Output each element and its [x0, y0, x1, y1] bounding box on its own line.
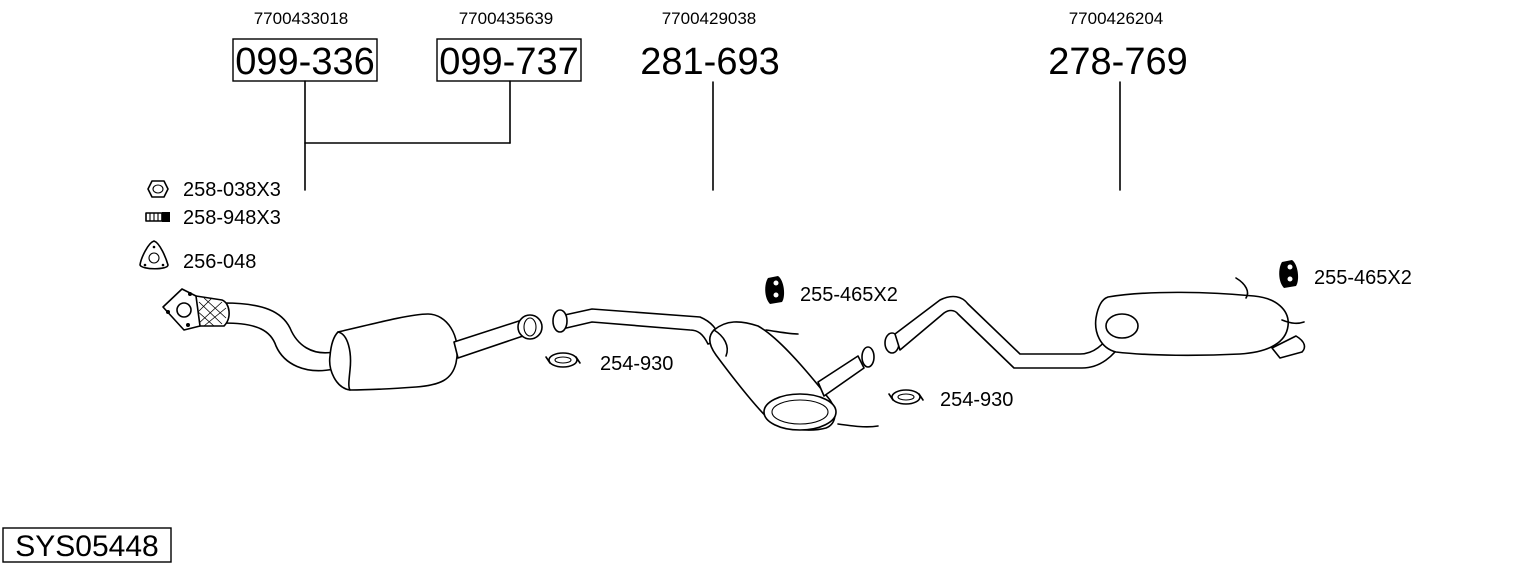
oem-number: 7700433018 [254, 9, 349, 28]
oem-number: 7700435639 [459, 9, 554, 28]
nut-icon [147, 180, 169, 198]
accessory-label[interactable]: 258-038X3 [183, 179, 281, 201]
clamp-icon [545, 352, 581, 368]
system-code: SYS05448 [15, 530, 158, 563]
leader-lines [304, 80, 1121, 191]
center-pipe-middle-silencer [552, 308, 879, 431]
bolt-icon [145, 212, 170, 222]
oem-number: 7700426204 [1069, 9, 1164, 28]
front-pipe-catalytic-converter [162, 288, 543, 391]
accessory-label[interactable]: 254-930 [600, 353, 673, 375]
accessory-label[interactable]: 256-048 [183, 251, 256, 273]
part-number[interactable]: 099-737 [439, 41, 578, 83]
accessory-label[interactable]: 255-465X2 [1314, 267, 1412, 289]
part-number[interactable]: 281-693 [640, 41, 779, 83]
accessory-label[interactable]: 254-930 [940, 389, 1013, 411]
gasket-icon [139, 240, 169, 270]
rubber-hanger-icon [1279, 260, 1299, 288]
part-number[interactable]: 278-769 [1048, 41, 1187, 83]
system-code-box [2, 527, 172, 563]
clamp-icon [888, 389, 924, 405]
rubber-hanger-icon [765, 276, 785, 304]
part-number-box [436, 38, 582, 82]
accessory-label[interactable]: 258-948X3 [183, 207, 281, 229]
part-number[interactable]: 099-336 [235, 41, 374, 83]
oem-number: 7700429038 [662, 9, 757, 28]
accessory-label[interactable]: 255-465X2 [800, 284, 898, 306]
rear-pipe-rear-silencer [884, 277, 1306, 369]
